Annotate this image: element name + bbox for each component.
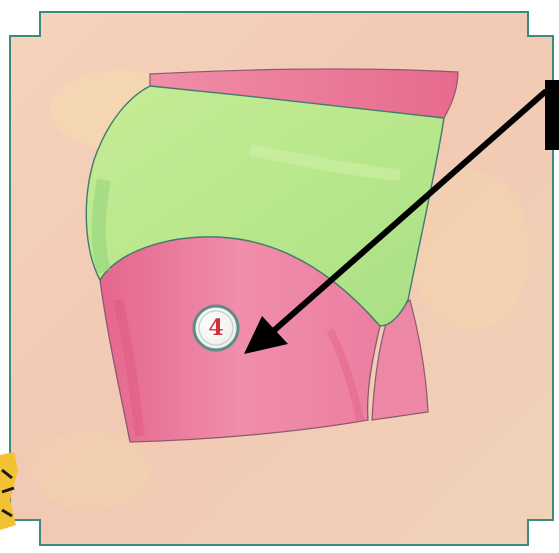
briefs-shading: [99, 180, 104, 272]
cropped-label: [545, 80, 559, 150]
marker-number: 4: [194, 306, 238, 350]
